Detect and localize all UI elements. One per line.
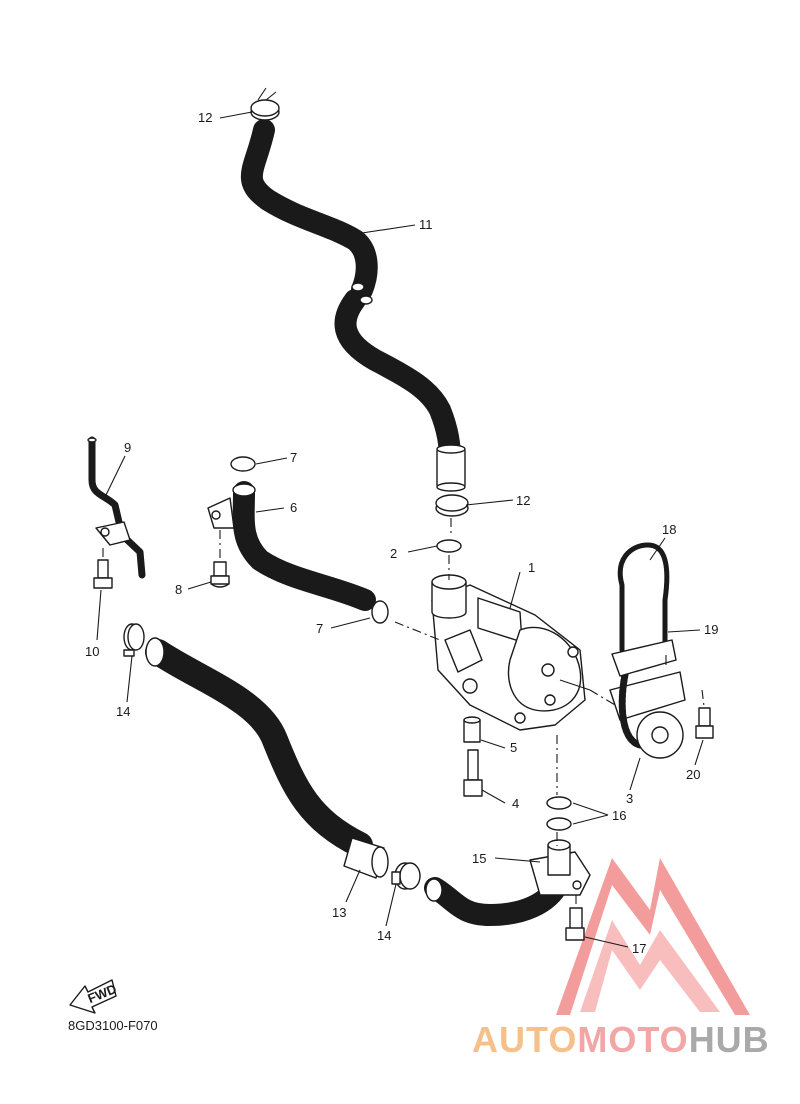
clamp-top-part-12 (250, 87, 280, 121)
hose-lower-part-13 (145, 637, 389, 879)
hose-upper-part-11 (240, 119, 466, 492)
pipe-part-15 (424, 839, 591, 926)
callout-2: 2 (390, 546, 397, 561)
callout-16: 16 (612, 808, 626, 823)
chain-part-18 (617, 542, 670, 749)
callout-20: 20 (686, 767, 700, 782)
callout-9: 9 (124, 440, 131, 455)
callout-17: 17 (632, 941, 646, 956)
clamp-left-part-14 (123, 623, 145, 657)
o-ring-lower-part-16 (546, 817, 572, 831)
callout-5: 5 (510, 740, 517, 755)
o-ring-upper-part-7 (230, 456, 256, 472)
watermark-auto: AUTO (472, 1019, 578, 1060)
callout-15: 15 (472, 851, 486, 866)
watermark-hub: HUB (688, 1019, 770, 1060)
bolt-part-8 (210, 530, 230, 588)
callout-19: 19 (704, 622, 718, 637)
callout-13: 13 (332, 905, 346, 920)
callout-labels: 1 2 3 4 5 6 7 7 8 9 10 11 12 12 13 14 14… (85, 110, 718, 956)
leader-lines (96, 111, 704, 948)
bolt-part-17 (565, 907, 585, 941)
callout-6: 6 (290, 500, 297, 515)
callout-14-left: 14 (116, 704, 130, 719)
clamp-right-part-14 (391, 862, 421, 890)
watermark-logo (556, 858, 750, 1015)
callout-11: 11 (419, 217, 433, 232)
callout-3: 3 (626, 791, 633, 806)
callout-7-lower: 7 (316, 621, 323, 636)
watermark-text: AUTOMOTOHUB (472, 1018, 770, 1062)
pipe-part-6 (207, 481, 376, 611)
clamp-bottom-part-12 (435, 494, 469, 517)
sprocket-part-3 (609, 671, 686, 759)
o-ring-upper-part-16 (546, 796, 572, 810)
oil-pump-part-1 (431, 574, 591, 731)
callout-1: 1 (528, 560, 535, 575)
callout-12-bottom: 12 (516, 493, 530, 508)
o-ring-lower-part-7 (371, 600, 389, 624)
callout-14-right: 14 (377, 928, 391, 943)
callout-4: 4 (512, 796, 519, 811)
callout-8: 8 (175, 582, 182, 597)
callout-18: 18 (662, 522, 676, 537)
watermark-moto: MOTO (577, 1019, 689, 1060)
breather-pipe-part-9 (87, 436, 146, 579)
callout-12-top: 12 (198, 110, 212, 125)
bolt-part-4 (463, 749, 483, 797)
collar-part-5 (463, 716, 481, 743)
chain-guide-part-19 (611, 639, 677, 677)
callout-7-upper: 7 (290, 450, 297, 465)
diagram-code: 8GD3100-F070 (68, 1018, 158, 1033)
fwd-arrow-icon: FWD (69, 979, 119, 1014)
bolt-part-10 (93, 548, 113, 589)
bolt-part-20 (695, 707, 714, 739)
callout-10: 10 (85, 644, 99, 659)
o-ring-part-2 (436, 539, 462, 553)
